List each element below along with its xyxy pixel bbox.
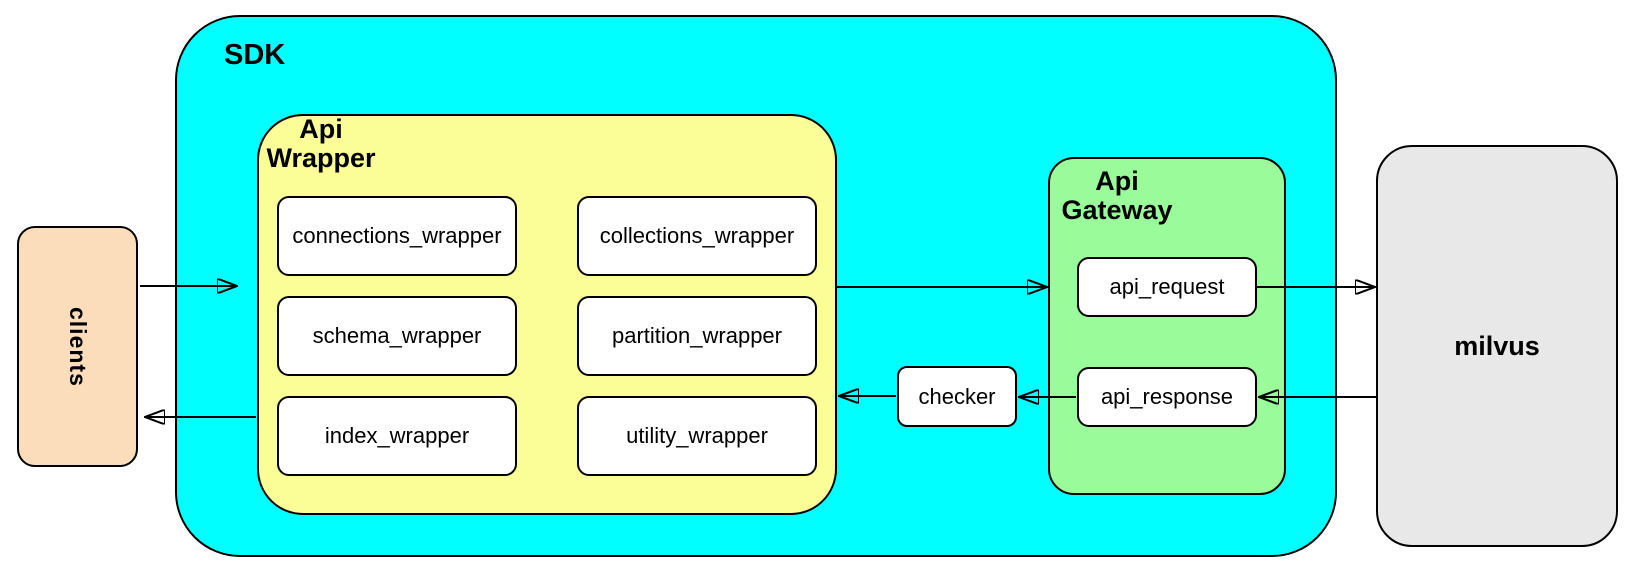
api-gateway-label-line1: Api	[1095, 166, 1139, 196]
api-wrapper-label-line1: Api	[299, 114, 343, 144]
milvus-label: milvus	[1454, 330, 1540, 361]
api-gateway-label-line2: Gateway	[1061, 195, 1173, 225]
clients-label: clients	[65, 306, 91, 387]
node-schema-wrapper: schema_wrapper	[277, 296, 517, 376]
node-utility-wrapper: utility_wrapper	[577, 396, 817, 476]
api-wrapper-label: Api Wrapper	[260, 115, 382, 173]
api-wrapper-label-line2: Wrapper	[266, 143, 376, 173]
node-connections-wrapper: connections_wrapper	[277, 196, 517, 276]
api-gateway-label: Api Gateway	[1058, 167, 1176, 225]
node-partition-wrapper: partition_wrapper	[577, 296, 817, 376]
sdk-label: SDK	[224, 39, 286, 71]
node-api-request: api_request	[1077, 257, 1257, 317]
api-gateway-container	[1048, 157, 1286, 495]
node-index-wrapper: index_wrapper	[277, 396, 517, 476]
node-checker: checker	[897, 366, 1017, 427]
milvus-box: milvus	[1376, 145, 1618, 547]
node-collections-wrapper: collections_wrapper	[577, 196, 817, 276]
node-api-response: api_response	[1077, 367, 1257, 427]
clients-box: clients	[17, 226, 138, 467]
